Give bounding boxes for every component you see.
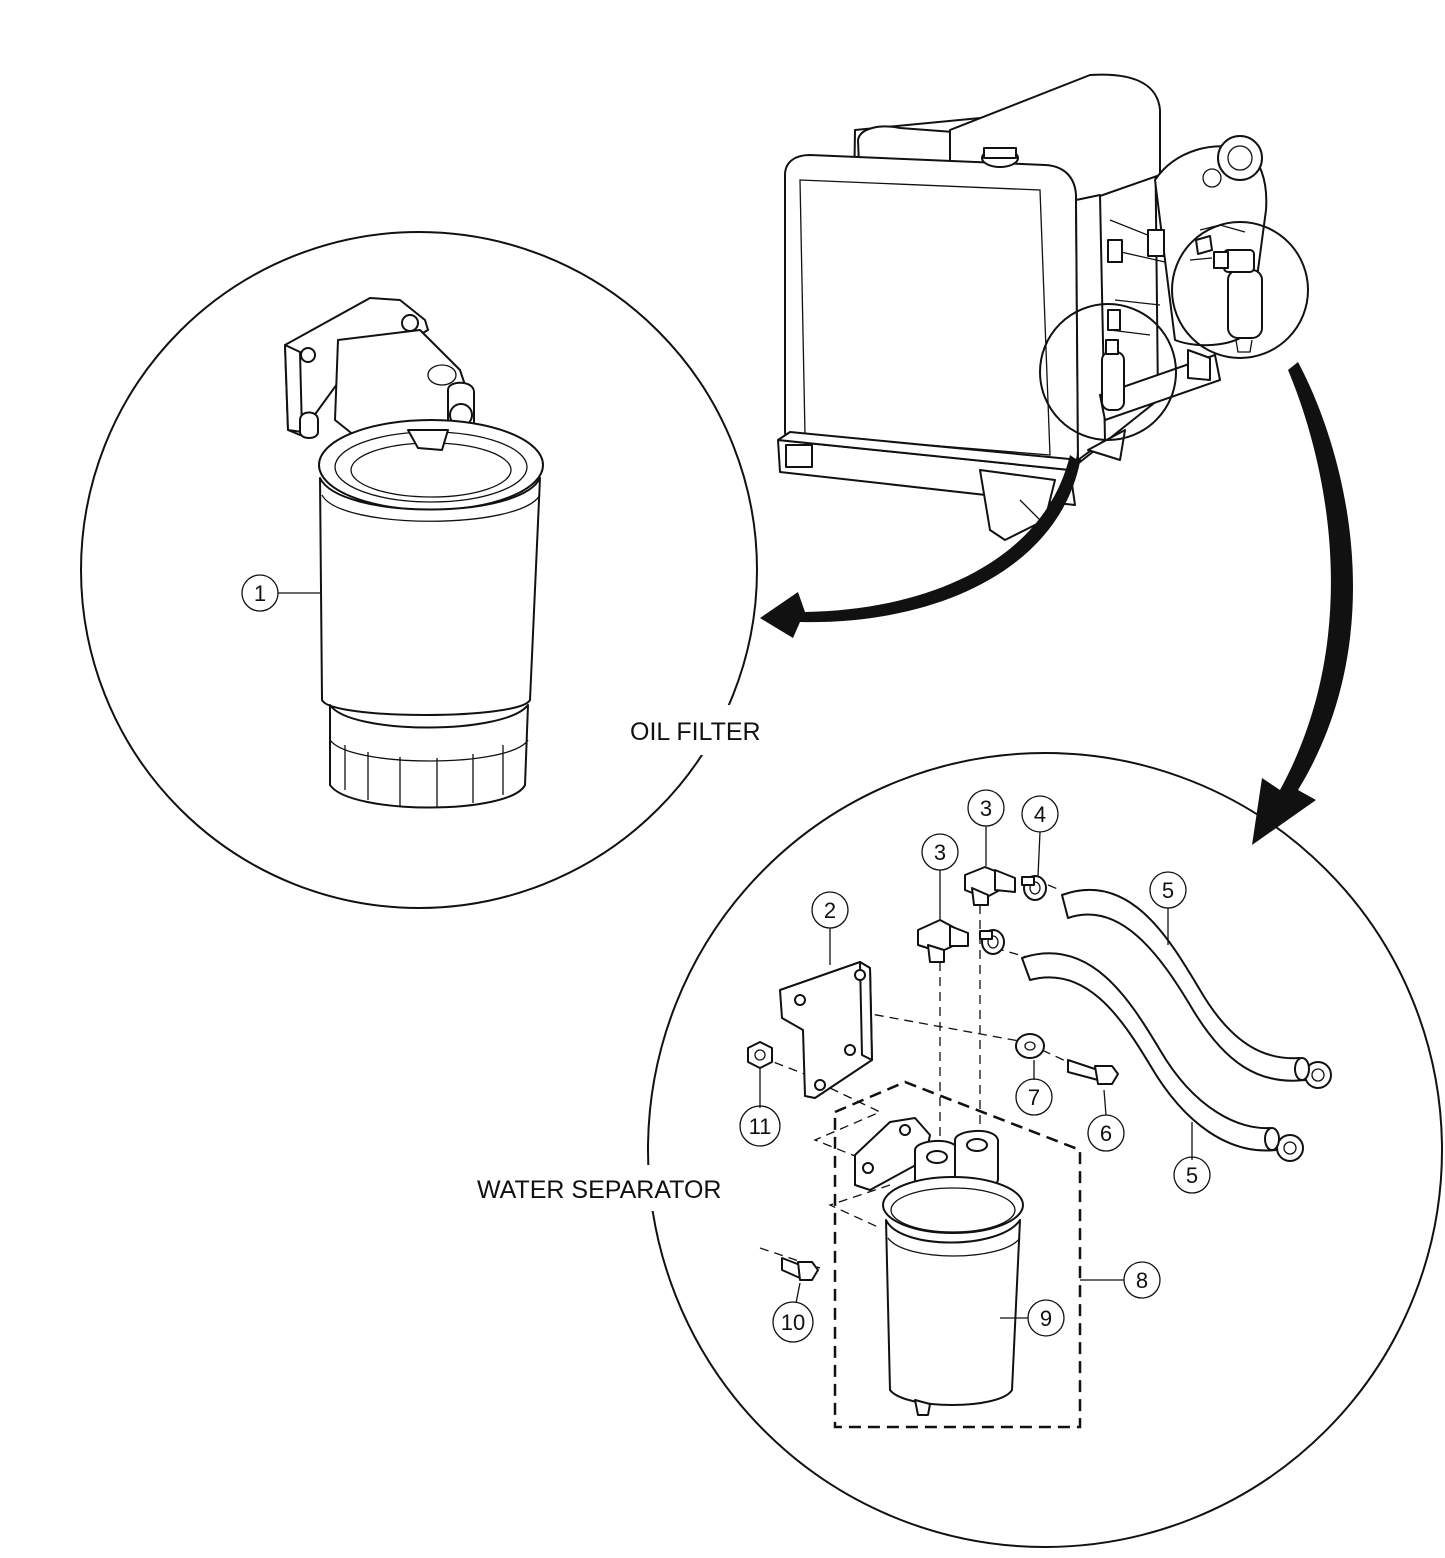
oil-filter-drawing [284,297,544,809]
water-separator-filter [854,1117,1024,1416]
callout-5-upper-number: 5 [1162,878,1174,903]
elbow-fitting-upper [964,866,1016,906]
callout-7: 7 [1015,1078,1053,1116]
elbow-fitting-lower [917,919,969,963]
hose-clamp-upper [1021,875,1047,901]
washer [1015,1033,1045,1059]
arrow-to-oil-filter [760,455,1080,638]
callout-3-upper-number: 3 [980,796,992,821]
arrow-to-water-separator [1252,362,1354,845]
hex-nut [747,1041,773,1069]
kit-boundary [833,1080,1082,1429]
callout-8: 8 [1123,1261,1161,1299]
callout-11: 11 [739,1105,781,1147]
callout-3-lower: 3 [921,833,959,871]
bolt-upper [1067,1059,1119,1085]
callout-10-number: 10 [781,1310,805,1335]
hose-upper [1061,888,1310,1082]
callout-4: 4 [1021,795,1059,833]
callout-2-number: 2 [824,898,836,923]
callout-7-number: 7 [1028,1085,1040,1110]
mounting-bracket [779,961,873,1099]
hose-lower [1021,952,1280,1152]
water-separator-label: WATER SEPARATOR [477,1176,721,1204]
callout-leaders [759,826,1193,1319]
callout-6-number: 6 [1100,1121,1112,1146]
callout-9-number: 9 [1040,1306,1052,1331]
oil-filter-label: OIL FILTER [630,718,761,746]
hose-clamp-lower [979,929,1005,955]
callout-9: 9 [1027,1299,1065,1337]
callout-6: 6 [1087,1114,1125,1152]
callout-1: 1 [241,574,320,612]
callout-5-lower: 5 [1173,1156,1211,1194]
callout-4-number: 4 [1034,802,1046,827]
callout-1-number: 1 [254,581,266,606]
callout-2: 2 [811,891,849,929]
engine-assembly [777,73,1309,541]
callout-3-upper: 3 [967,789,1005,827]
hose-clamp-right-lower [1276,1134,1304,1162]
callout-8-number: 8 [1136,1268,1148,1293]
oil-filter-detail-circle [80,231,758,909]
bolt-lower [781,1257,819,1281]
callout-11-number: 11 [749,1114,772,1139]
callout-5-lower-number: 5 [1186,1163,1198,1188]
callout-10: 10 [772,1301,814,1343]
water-separator-detail-circle [647,752,1443,1548]
callout-3-lower-number: 3 [934,840,946,865]
callout-5-upper: 5 [1149,871,1187,909]
